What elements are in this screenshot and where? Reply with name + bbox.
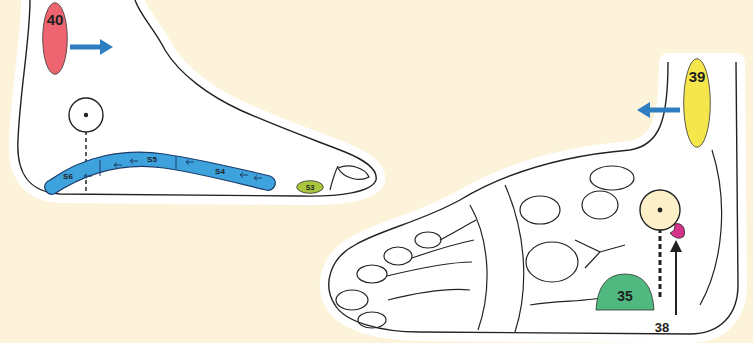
zone-number: 40	[47, 12, 64, 27]
flow-arrow	[254, 176, 262, 181]
toe-nail	[338, 166, 369, 179]
reflex-zone: S3	[296, 180, 324, 194]
reflex-zone: 40	[42, 2, 68, 75]
toe-line	[330, 166, 338, 190]
arrow-head	[637, 102, 650, 118]
zone-shape	[684, 59, 711, 148]
zone-number: 35	[617, 289, 633, 303]
zone-shape	[596, 274, 654, 310]
direction-arrow	[648, 108, 680, 113]
reflex-zone: 35	[596, 274, 654, 310]
zone-number: S5	[147, 156, 157, 164]
flow-arrow	[240, 173, 248, 178]
arrow-head	[670, 240, 682, 252]
foot-bones	[336, 150, 722, 332]
foot-outline	[329, 62, 738, 334]
flow-arrow	[114, 163, 122, 168]
zone-shape	[45, 152, 276, 194]
ankle-dot	[658, 208, 663, 213]
zone-number: S3	[306, 184, 315, 191]
flow-arrow	[186, 160, 194, 165]
ankle-circle	[69, 98, 103, 132]
arrow-head	[100, 39, 113, 55]
reflex-band: S6 S5S4	[44, 146, 280, 198]
callout-number: 38	[655, 321, 669, 334]
crescent-mark	[670, 224, 685, 239]
ankle-dot	[84, 113, 88, 117]
foot-outline	[18, 0, 376, 196]
direction-arrow	[70, 45, 101, 50]
zone-shape	[43, 3, 68, 75]
zone-shape	[297, 181, 324, 194]
reflex-zone: 39	[683, 58, 711, 148]
band-divider	[100, 156, 176, 176]
shape-outline	[44, 146, 280, 198]
flow-arrow	[130, 159, 138, 164]
zone-number: S6	[63, 173, 73, 181]
foot-halo	[329, 62, 738, 334]
foot-halo	[18, 0, 376, 196]
zone-number: S4	[215, 168, 225, 176]
zone-number: 39	[689, 69, 706, 84]
flow-arrow	[84, 174, 92, 179]
leader-arrow	[675, 250, 677, 315]
